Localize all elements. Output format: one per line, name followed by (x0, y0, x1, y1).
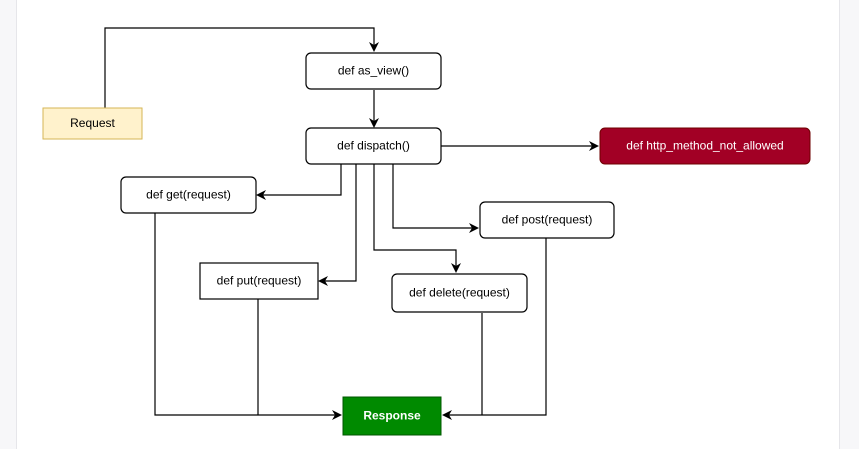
node-request: Request (42, 107, 143, 140)
edge-dispatch-to-post (392, 164, 479, 233)
edge-post-to-response (442, 238, 547, 420)
node-post-box (480, 202, 614, 238)
node-response-box (343, 397, 441, 435)
node-as-view-box (306, 53, 441, 89)
node-as-view-border (305, 52, 442, 90)
node-delete-box (392, 274, 527, 312)
node-request-box (43, 108, 142, 139)
node-not-allowed-box (600, 128, 810, 164)
node-as-view-label: def as_view() (338, 64, 409, 78)
node-dispatch-border (305, 127, 442, 165)
node-request-label: Request (70, 116, 115, 130)
node-dispatch: def dispatch() (305, 127, 442, 165)
node-response-border (342, 396, 442, 436)
node-get: def get(request) (120, 176, 257, 214)
edge-dispatch-to-get (256, 164, 342, 200)
node-post: def post(request) (479, 201, 615, 239)
node-put-border (199, 262, 319, 300)
edge-dispatch-to-delete (373, 164, 461, 273)
edge-dispatch-to-put (318, 164, 357, 286)
node-not-allowed-label: def http_method_not_allowed (626, 139, 783, 153)
node-put-box (200, 263, 318, 299)
node-not-allowed-border (599, 127, 811, 165)
edges (104, 27, 599, 420)
node-get-label: def get(request) (146, 188, 231, 202)
node-response: Response (342, 396, 442, 436)
node-post-border (479, 201, 615, 239)
node-put-label: def put(request) (217, 274, 302, 288)
edge-get-to-response (154, 213, 342, 420)
node-delete: def delete(request) (391, 273, 528, 313)
node-dispatch-box (306, 128, 441, 164)
node-get-border (120, 176, 257, 214)
node-get-box (121, 177, 256, 213)
node-delete-label: def delete(request) (409, 286, 510, 300)
node-post-label: def post(request) (502, 213, 593, 227)
edge-request-to-as-view (104, 27, 379, 110)
node-delete-border (391, 273, 528, 313)
node-request-border (42, 107, 143, 140)
node-as-view: def as_view() (305, 52, 442, 90)
node-response-label: Response (363, 409, 421, 423)
node-http-method-not-allowed: def http_method_not_allowed (599, 127, 811, 165)
node-dispatch-label: def dispatch() (337, 139, 410, 153)
node-put: def put(request) (199, 262, 319, 300)
